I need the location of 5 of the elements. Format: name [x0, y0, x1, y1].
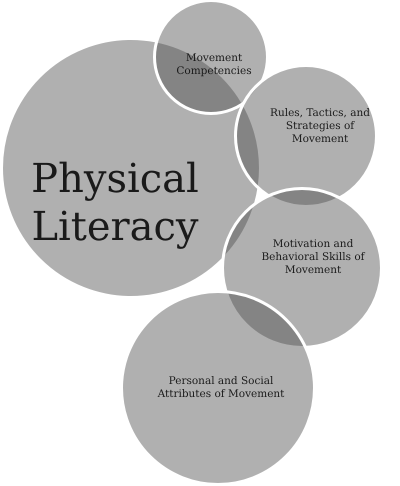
title-label: Physical Literacy [30, 155, 200, 251]
circle-label: Movement Competencies [175, 52, 253, 78]
circle-label: Personal and Social Attributes of Movement [156, 375, 286, 402]
circle-label: Rules, Tactics, and Strategies of Movement [269, 107, 371, 146]
circle-label: Motivation and Behavioral Skills of Movement [260, 238, 366, 278]
